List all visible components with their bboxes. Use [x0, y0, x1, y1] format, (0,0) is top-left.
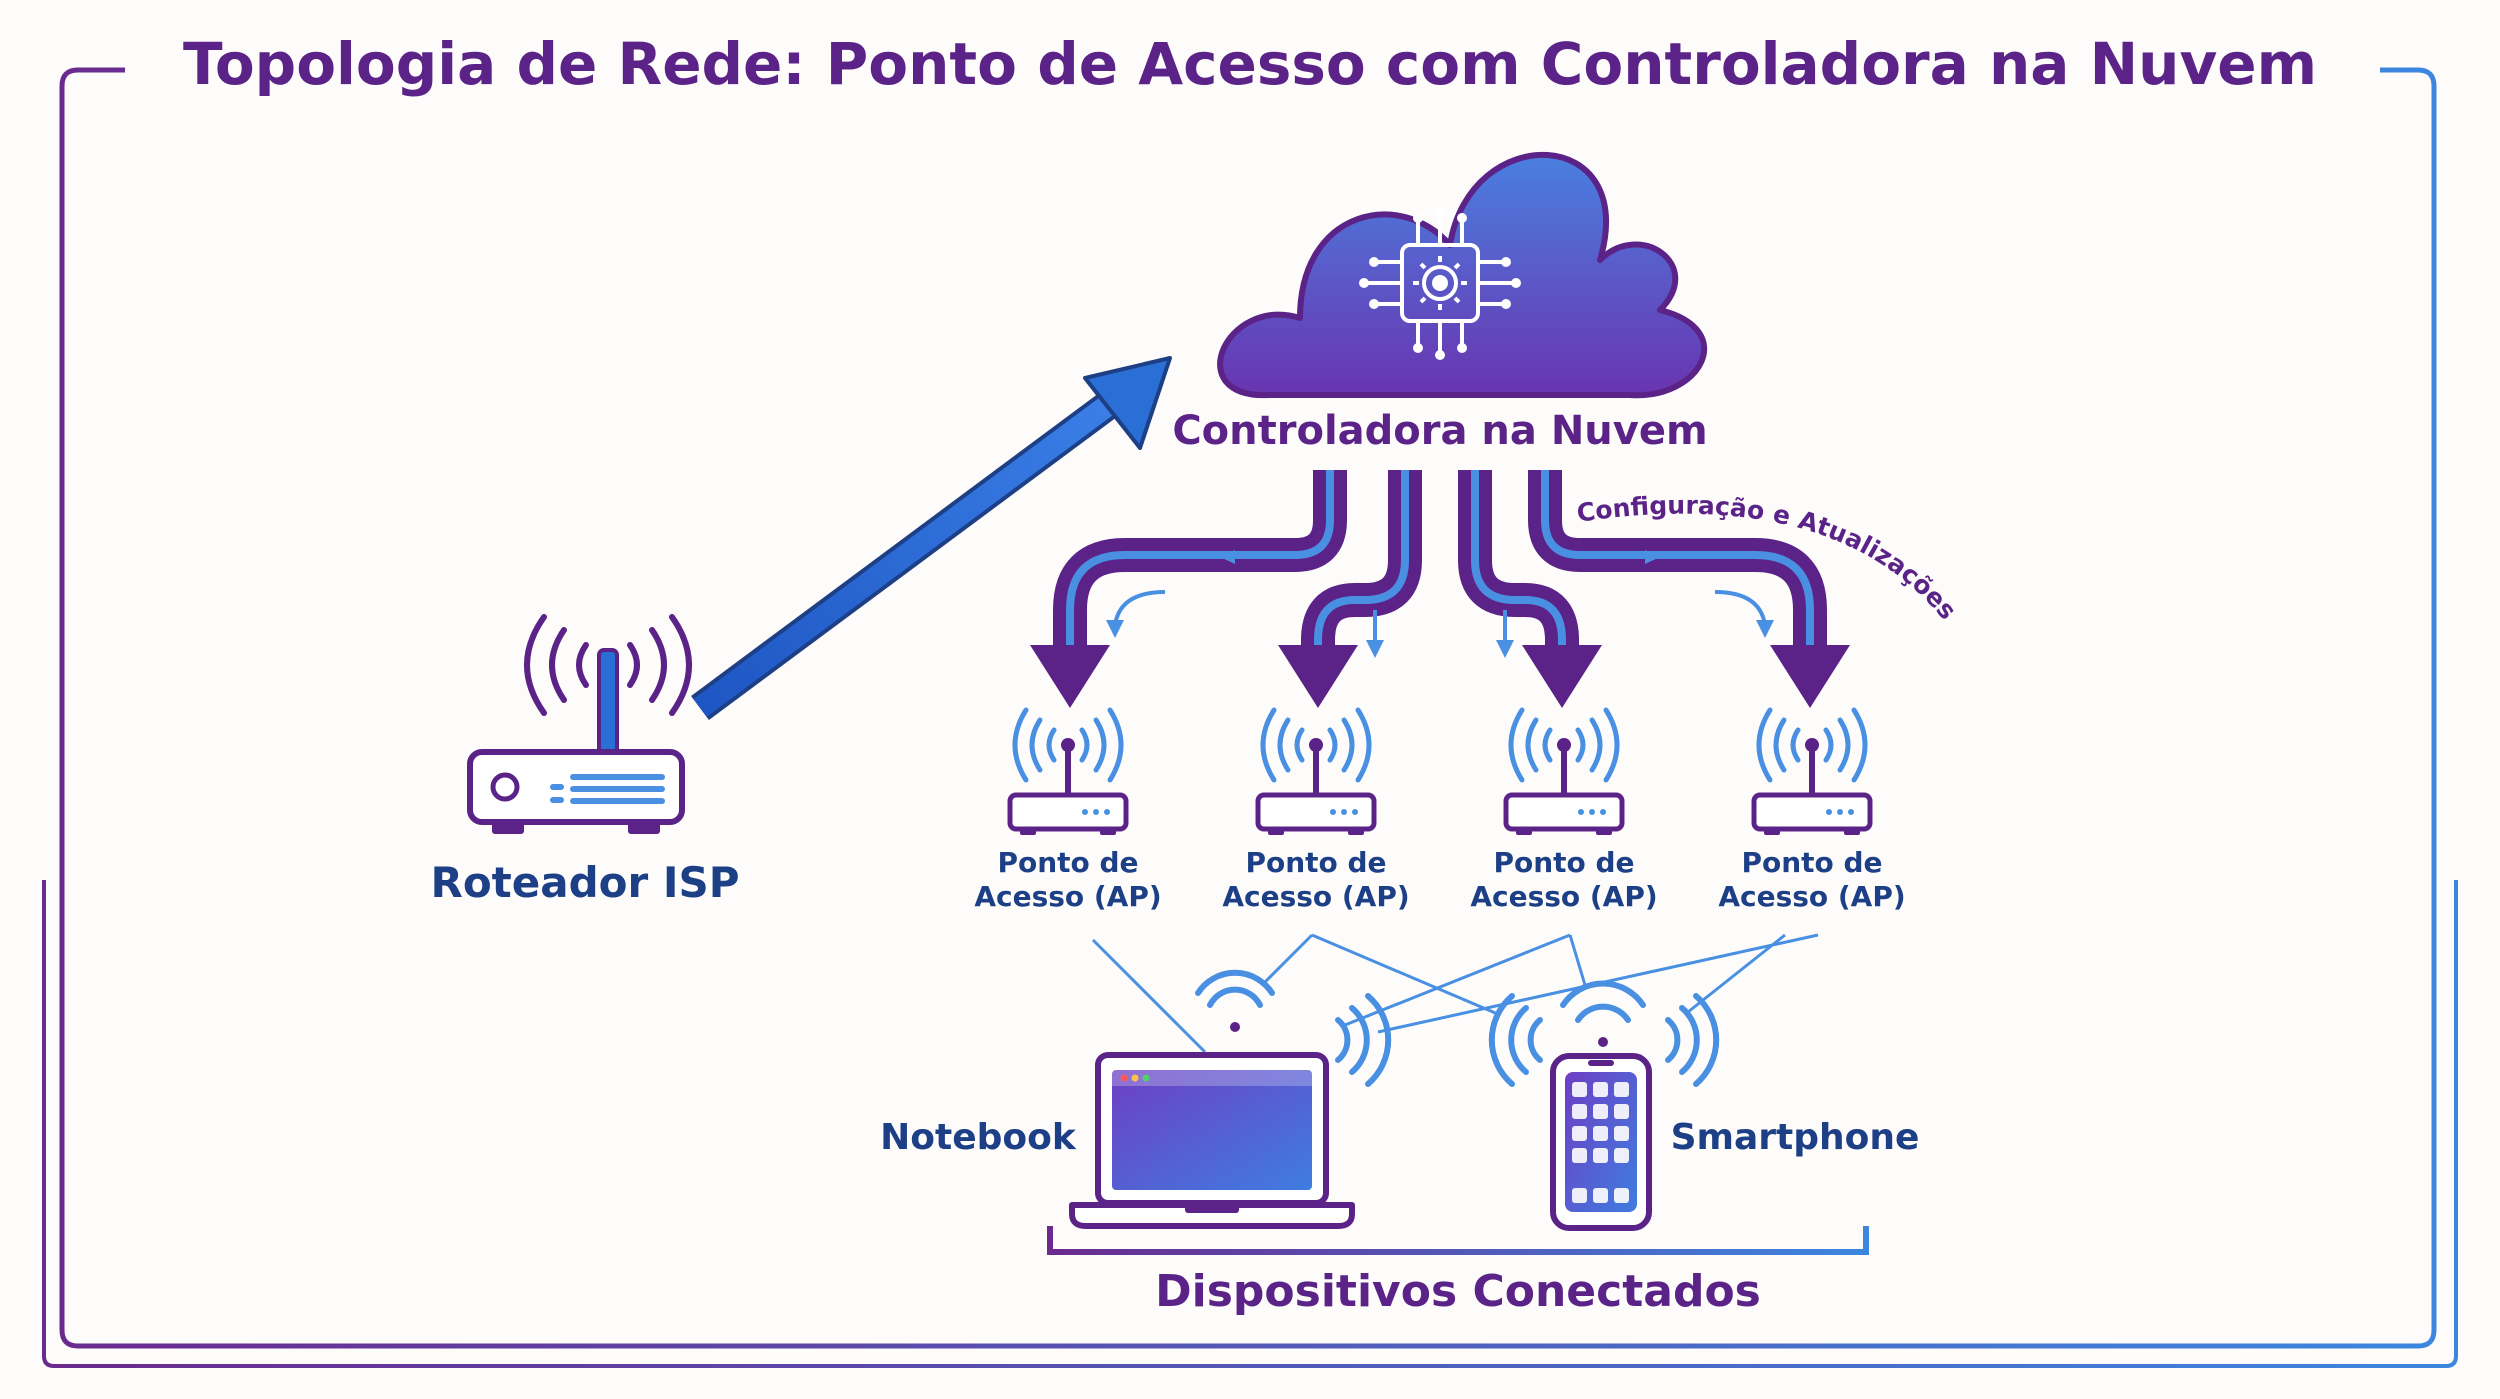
access-point-icon	[1007, 707, 1129, 835]
app-icon	[1572, 1148, 1587, 1163]
access-point-label-line1: Ponto de	[997, 846, 1138, 879]
app-icon	[1614, 1104, 1629, 1119]
router-label: Roteador ISP	[430, 858, 739, 907]
wifi-icon	[1335, 993, 1392, 1087]
access-point-icon	[1751, 707, 1873, 835]
access-point-label-line2: Acesso (AP)	[1718, 880, 1905, 913]
devices-bracket	[1047, 1226, 1869, 1255]
laptop-icon	[1069, 1052, 1355, 1229]
device-wifi-signals	[1195, 969, 1720, 1087]
app-icon	[1614, 1148, 1629, 1163]
wifi-icon	[1560, 980, 1646, 1047]
chip-gear-icon	[1359, 206, 1521, 360]
app-icon	[1572, 1082, 1587, 1097]
small-flow-arrows	[1106, 550, 1774, 658]
app-icon	[1593, 1126, 1608, 1141]
devices-group-label: Dispositivos Conectados	[1155, 1266, 1761, 1317]
access-point-icon	[1255, 707, 1377, 835]
app-icon	[1572, 1104, 1587, 1119]
dock-app-icon	[1614, 1188, 1629, 1203]
dock-app-icon	[1572, 1188, 1587, 1203]
smartphone-label: Smartphone	[1671, 1117, 1920, 1158]
app-icon	[1593, 1082, 1608, 1097]
access-point-label-line1: Ponto de	[1741, 846, 1882, 879]
app-icon	[1614, 1126, 1629, 1141]
dock-app-icon	[1593, 1188, 1608, 1203]
uplink-arrow	[691, 356, 1172, 721]
diagram-frame	[42, 67, 2458, 1368]
access-point-icon	[1503, 707, 1625, 835]
smartphone-icon	[1550, 1053, 1652, 1231]
wifi-icon	[1488, 993, 1543, 1087]
arrow-to-ap-2	[1278, 470, 1422, 708]
access-point-label-line2: Acesso (AP)	[1222, 880, 1409, 913]
access-point-label-line2: Acesso (AP)	[974, 880, 1161, 913]
cloud-controller-label: Controladora na Nuvem	[1172, 408, 1707, 454]
arrow-to-ap-4	[1528, 470, 1850, 708]
access-point-label-line1: Ponto de	[1245, 846, 1386, 879]
access-point-label-line1: Ponto de	[1493, 846, 1634, 879]
router-icon	[467, 614, 692, 834]
app-icon	[1593, 1104, 1608, 1119]
page-title: Topologia de Rede: Ponto de Acesso com C…	[183, 30, 2317, 98]
wifi-icon	[1665, 993, 1720, 1087]
arrow-to-ap-1	[1030, 470, 1347, 708]
app-icon	[1593, 1148, 1608, 1163]
arrow-to-ap-3	[1458, 470, 1602, 708]
app-icon	[1572, 1126, 1587, 1141]
access-point-label-line2: Acesso (AP)	[1470, 880, 1657, 913]
wireless-links	[1091, 933, 1819, 1054]
notebook-label: Notebook	[880, 1117, 1077, 1158]
app-icon	[1614, 1082, 1629, 1097]
wifi-icon	[1195, 969, 1275, 1032]
distribution-arrows	[1030, 470, 1850, 708]
cloud-controller	[1217, 151, 1708, 399]
